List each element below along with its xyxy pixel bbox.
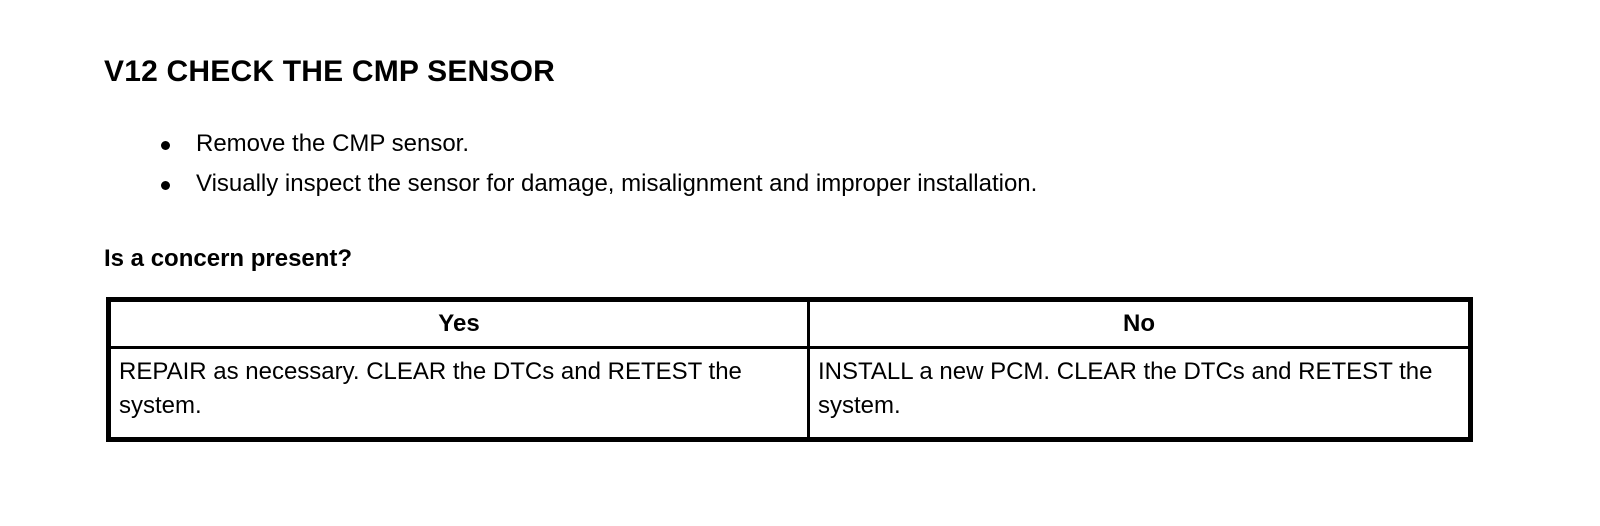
decision-table: Yes No REPAIR as necessary. CLEAR the DT… xyxy=(106,297,1473,442)
decision-question: Is a concern present? xyxy=(104,245,353,272)
procedure-step-text: Visually inspect the sensor for damage, … xyxy=(196,170,1038,197)
action-text-yes: REPAIR as necessary. CLEAR the DTCs and … xyxy=(119,358,742,419)
list-item: Remove the CMP sensor. xyxy=(160,124,1037,164)
procedure-step-list: Remove the CMP sensor. Visually inspect … xyxy=(160,124,1037,204)
bullet-icon xyxy=(161,181,170,190)
decision-table-body: REPAIR as necessary. CLEAR the DTCs and … xyxy=(107,346,1472,441)
bullet-icon xyxy=(161,141,170,150)
action-cell-yes: REPAIR as necessary. CLEAR the DTCs and … xyxy=(107,346,810,441)
column-header-yes: Yes xyxy=(107,298,810,349)
action-cell-no: INSTALL a new PCM. CLEAR the DTCs and RE… xyxy=(807,346,1472,441)
column-header-no: No xyxy=(807,298,1472,349)
page-title: V12 CHECK THE CMP SENSOR xyxy=(104,55,556,89)
procedure-step-text: Remove the CMP sensor. xyxy=(196,130,470,157)
list-item: Visually inspect the sensor for damage, … xyxy=(160,164,1037,204)
table-row: REPAIR as necessary. CLEAR the DTCs and … xyxy=(107,346,1472,441)
decision-table-head: Yes No xyxy=(107,298,1472,349)
action-text-no: INSTALL a new PCM. CLEAR the DTCs and RE… xyxy=(818,358,1433,419)
table-header-row: Yes No xyxy=(107,298,1472,349)
